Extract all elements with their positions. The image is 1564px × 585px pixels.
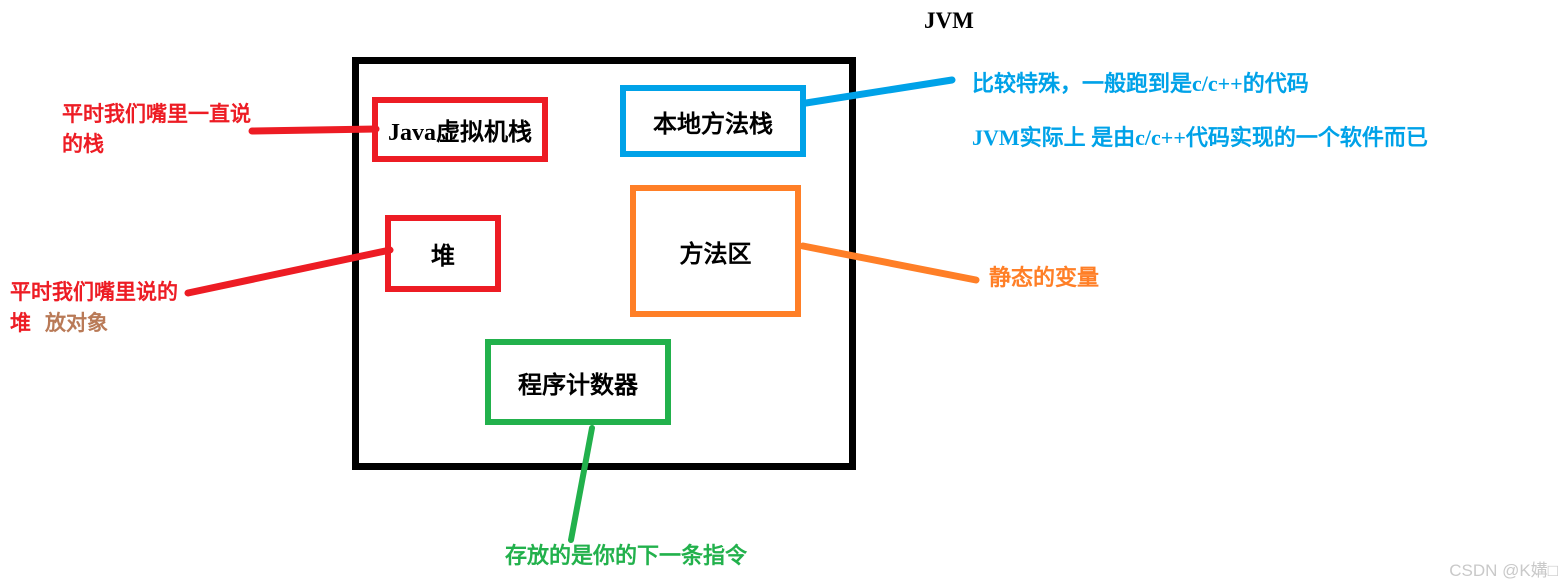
stack-annotation-line1: 平时我们嘴里一直说 — [62, 102, 251, 126]
diagram-title: JVM — [924, 8, 974, 33]
heap-annotation-heap-word: 堆 — [10, 311, 31, 335]
native-stack-annotation-1: 比较特殊，一般跑到是c/c++的代码 — [972, 71, 1309, 96]
stack-annotation-line2: 的栈 — [62, 132, 104, 156]
heap-annotation: 平时我们嘴里说的 堆放对象 — [10, 277, 178, 339]
heap-annotation-objects-word: 放对象 — [45, 311, 108, 335]
native-stack-annotation-2: JVM实际上 是由c/c++代码实现的一个软件而已 — [972, 125, 1428, 150]
method-area-box: 方法区 — [630, 185, 801, 317]
program-counter-box: 程序计数器 — [485, 339, 671, 425]
native-method-stack-box: 本地方法栈 — [620, 85, 806, 157]
jvm-stack-label: Java虚拟机栈 — [388, 120, 532, 146]
heap-annotation-line2: 堆放对象 — [10, 308, 178, 339]
heap-label: 堆 — [431, 244, 455, 270]
program-counter-label: 程序计数器 — [518, 372, 638, 399]
program-counter-annotation: 存放的是你的下一条指令 — [505, 543, 748, 568]
native-method-stack-label: 本地方法栈 — [653, 111, 773, 138]
csdn-watermark: CSDN @K媾□ — [1449, 561, 1558, 580]
method-area-annotation: 静态的变量 — [989, 265, 1100, 290]
jvm-stack-box: Java虚拟机栈 — [372, 97, 548, 162]
heap-box: 堆 — [385, 215, 501, 292]
heap-annotation-line1: 平时我们嘴里说的 — [10, 280, 178, 304]
stack-annotation: 平时我们嘴里一直说 的栈 — [62, 99, 251, 159]
method-area-label: 方法区 — [679, 241, 752, 268]
